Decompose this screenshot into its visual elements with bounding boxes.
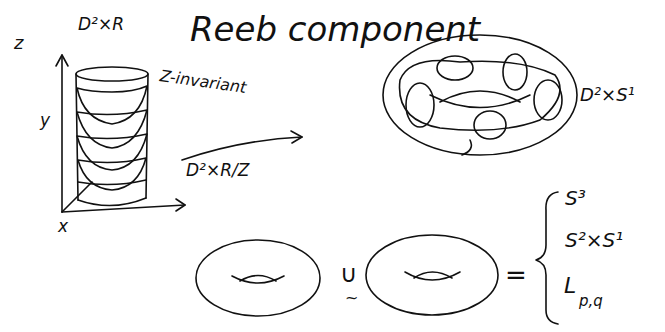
torus-label: D²×S¹ [580,86,635,104]
gluing-symbol: ~ [345,290,358,306]
x-axis [62,205,185,212]
quotient-label: D²×R/Z [186,162,249,179]
arrowhead [176,199,185,211]
union-symbol: ∪ [340,262,358,286]
brace [536,192,558,324]
arrowhead [291,131,302,143]
subscript: p,q [579,294,603,309]
z-axis [61,55,63,212]
annotation: Z-invariant [159,68,247,96]
arrowhead [56,55,68,66]
torus-right [366,235,498,315]
axis-label: x [58,218,68,235]
title: Reeb component [190,12,480,46]
space-label: D²×R [78,16,124,33]
solid-torus [383,35,577,155]
cylinder-bottom [78,198,146,206]
manifold-label: S³ [565,188,586,208]
cylinder-top [76,67,148,81]
map-arrow [182,137,302,160]
axis-label: z [14,34,23,52]
equals-sign: = [505,262,527,288]
manifold-label: L [564,275,576,297]
cylinder-side [76,74,148,200]
reeb-leaves [77,86,147,190]
axis-label: y [40,112,50,129]
manifold-label: S²×S¹ [565,230,623,250]
torus-left [196,240,320,316]
